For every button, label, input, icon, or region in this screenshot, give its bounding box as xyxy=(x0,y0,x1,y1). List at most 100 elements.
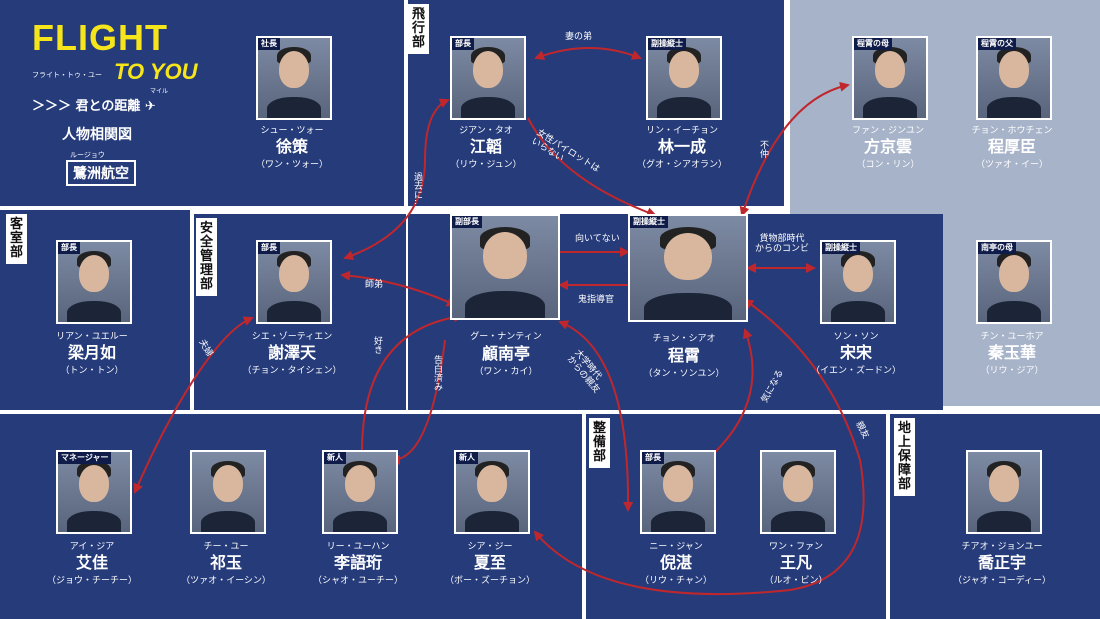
label-cheng-song: 貨物部時代 からのコンビ xyxy=(755,234,810,254)
name-kana: シュー・ツォー xyxy=(260,126,324,136)
role-badge: 副操縦士 xyxy=(630,216,668,228)
actor-name: （シャオ・ユーチー） xyxy=(312,576,403,586)
actor-name: （リウ・ジュン） xyxy=(450,160,522,170)
arrow-xie-jiang xyxy=(343,98,450,261)
name-kana: グー・ナンティン xyxy=(470,332,542,342)
portrait: マネージャー xyxy=(56,450,132,534)
portrait: 社長 xyxy=(256,36,332,120)
label-cheng-fang: 不仲 xyxy=(758,140,768,158)
role-badge: 新人 xyxy=(324,452,346,464)
title-line1: FLIGHT xyxy=(32,17,168,58)
arrow-liang-xie xyxy=(133,316,254,494)
portrait: 部長 xyxy=(256,240,332,324)
name-kanji: 夏至 xyxy=(473,553,506,572)
actor-name: （トン・トン） xyxy=(60,366,124,376)
role-badge: 部長 xyxy=(452,38,474,50)
portrait: 程霄の父 xyxy=(976,36,1052,120)
name-kana: チン・ユーホア xyxy=(980,332,1044,342)
label-xie-jiang: 過去に… xyxy=(412,172,422,208)
role-badge: 部長 xyxy=(642,452,664,464)
label-gu-li: 告白済み xyxy=(432,355,442,391)
role-badge: 程霄の母 xyxy=(854,38,892,50)
role-badge: 副部長 xyxy=(452,216,482,228)
name-kanji: 王凡 xyxy=(779,553,812,572)
portrait: 部長 xyxy=(450,36,526,120)
actor-name: （チョン・タイシェン） xyxy=(242,366,342,376)
title-kana: フライト・トゥ・ユー xyxy=(32,71,102,79)
portrait: 副部長 xyxy=(450,214,560,320)
name-kanji: 徐策 xyxy=(275,137,308,156)
dept-cabin-tag: 客室部 xyxy=(6,214,27,264)
name-kana: シエ・ゾーティエン xyxy=(251,332,333,342)
label-gu-li-b: 好き xyxy=(372,336,382,354)
name-kana: ソン・ソン xyxy=(833,332,879,342)
dept-ground-tag: 地上保障部 xyxy=(894,418,915,496)
name-kanji: 喬正宇 xyxy=(977,553,1026,572)
actor-name: （ワン・カイ） xyxy=(474,367,538,377)
actor-name: （イエン・ズードン） xyxy=(811,366,901,376)
name-kanji: 謝澤天 xyxy=(267,343,316,362)
arrow-jiang-lin xyxy=(534,47,642,60)
arrow-gu-ni xyxy=(558,320,634,512)
actor-name: （コン・リン） xyxy=(856,160,920,170)
name-kana: チアオ・ジョンユー xyxy=(961,542,1043,552)
subtitle-ruby: マイル xyxy=(150,88,169,95)
actor-name: （ツァオ・イー） xyxy=(975,160,1048,170)
role-badge: 副操縦士 xyxy=(648,38,686,50)
name-kanji: 秦玉華 xyxy=(987,343,1036,362)
label-jiang-lin: 妻の弟 xyxy=(565,32,593,42)
portrait: 部長 xyxy=(56,240,132,324)
portrait: 新人 xyxy=(454,450,530,534)
name-kana: チー・ユー xyxy=(203,542,249,552)
role-badge: 部長 xyxy=(258,242,280,254)
airline-name: 鷺洲航空 xyxy=(66,160,136,186)
portrait: 程霄の母 xyxy=(852,36,928,120)
label-cheng-gu-bottom: 鬼指導官 xyxy=(578,295,615,305)
arrow-gu-li xyxy=(390,339,446,465)
name-kana: シア・ジー xyxy=(467,542,513,552)
name-kanji: 李語珩 xyxy=(333,553,382,572)
arrow-xia-cheng xyxy=(533,298,865,596)
actor-name: （タン・ソンユン） xyxy=(643,369,725,379)
name-kanji: 艾佳 xyxy=(75,553,108,572)
actor-name: （リウ・ジア） xyxy=(980,366,1044,376)
portrait: 新人 xyxy=(322,450,398,534)
actor-name: （ワン・ツォー） xyxy=(255,160,328,170)
name-kanji: 程厚臣 xyxy=(987,137,1036,156)
name-kanji: 顧南亭 xyxy=(481,344,530,363)
role-badge: 部長 xyxy=(58,242,80,254)
arrow-xie-gu xyxy=(340,270,457,307)
role-badge: 程霄の父 xyxy=(978,38,1016,50)
name-kanji: 宋宋 xyxy=(839,343,872,362)
name-kanji: 倪湛 xyxy=(659,553,692,572)
portrait: 副操縦士 xyxy=(628,214,748,322)
arrow-jiang-cheng xyxy=(527,117,657,217)
name-kanji: 方京雲 xyxy=(863,137,912,156)
role-badge: 南亭の母 xyxy=(978,242,1016,254)
name-kana: アイ・ジア xyxy=(69,542,115,552)
map-title: 人物相関図 xyxy=(62,127,132,143)
name-kana: ファン・ジンユン xyxy=(851,126,924,136)
subtitle: ＞＞＞ 君との距離 ✈ xyxy=(32,99,156,114)
portrait xyxy=(760,450,836,534)
name-kana: チョン・ホウチェン xyxy=(971,126,1053,136)
arrow-li-gu xyxy=(361,312,464,453)
title-line2: TO YOU xyxy=(114,59,198,84)
name-kana: チョン・シアオ xyxy=(652,334,716,344)
airline-ruby: ルージョウ xyxy=(70,151,105,159)
role-badge: 社長 xyxy=(258,38,280,50)
name-kana: リン・イーチョン xyxy=(645,126,718,136)
role-badge: 副操縦士 xyxy=(822,242,860,254)
name-kanji: 程霄 xyxy=(667,346,700,365)
label-xie-gu: 師弟 xyxy=(365,280,384,290)
actor-name: （ジャオ・コーディー） xyxy=(953,576,1051,586)
name-kanji: 江韜 xyxy=(469,137,502,156)
actor-name: （グオ・シアオラン） xyxy=(636,160,727,170)
dept-flight-tag: 飛行部 xyxy=(408,4,429,54)
actor-name: （リウ・チャン） xyxy=(640,576,712,586)
actor-name: （ルオ・ビン） xyxy=(764,576,828,586)
name-kana: ニー・ジャン xyxy=(649,542,703,552)
name-kana: ジアン・タオ xyxy=(459,126,513,136)
